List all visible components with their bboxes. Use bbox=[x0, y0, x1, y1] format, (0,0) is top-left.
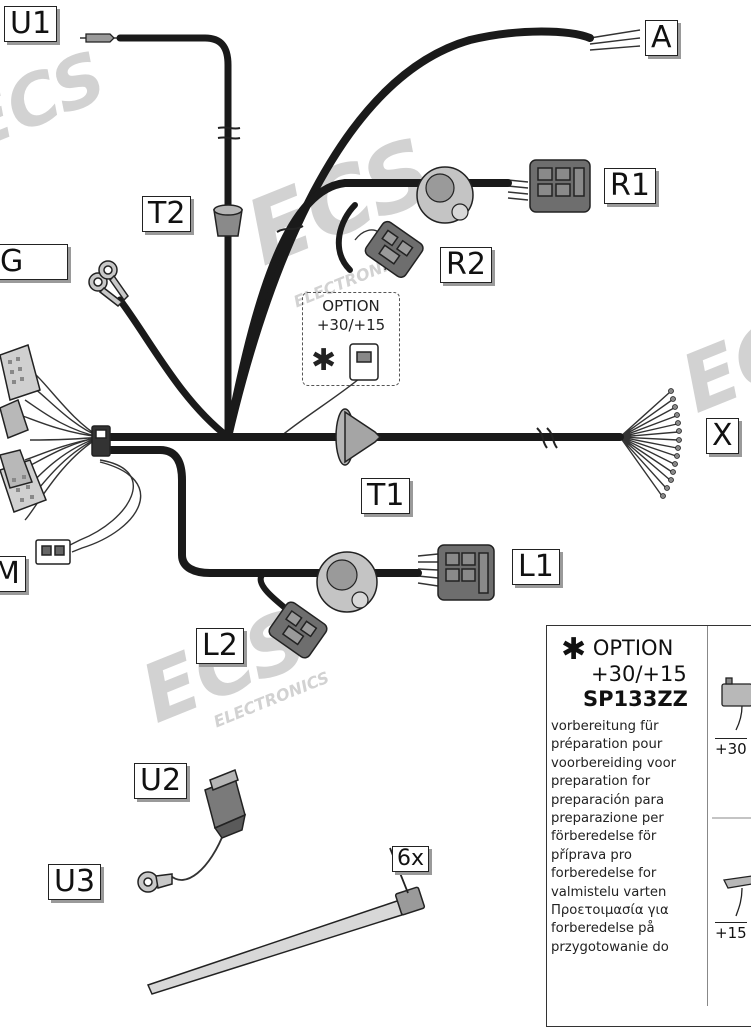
ignition-label: +15 bbox=[715, 922, 747, 942]
translation-item: preparazione per bbox=[551, 811, 664, 827]
battery-icon bbox=[721, 677, 751, 731]
label-qty: 6x bbox=[392, 846, 430, 872]
option-panel-icons bbox=[712, 677, 751, 917]
label-m: M bbox=[0, 556, 26, 592]
fuse-holder-u2 bbox=[204, 768, 247, 839]
u1-terminal bbox=[85, 33, 115, 43]
option-title: OPTION bbox=[592, 636, 674, 660]
label-l1: L1 bbox=[512, 549, 560, 585]
label-a: A bbox=[645, 20, 678, 56]
option-panel-header: ✱ OPTION +30/+15 SP133ZZ bbox=[547, 635, 707, 712]
connector-m bbox=[35, 539, 71, 565]
label-t2: T2 bbox=[142, 196, 192, 232]
label-u3: U3 bbox=[48, 864, 102, 900]
cable-clip bbox=[91, 425, 111, 457]
ignition-icon bbox=[723, 875, 751, 917]
translation-item: przygotowanie do bbox=[551, 939, 669, 955]
translation-item: Προετοιμασία για bbox=[551, 903, 669, 919]
label-g-text: G bbox=[0, 244, 24, 279]
translation-item: forberedelse på bbox=[551, 921, 655, 937]
translation-item: préparation pour bbox=[551, 737, 663, 753]
battery-label: +30 bbox=[715, 738, 747, 758]
asterisk-icon: ✱ bbox=[311, 343, 337, 378]
translation-item: voorbereiding voor bbox=[551, 755, 677, 771]
option-callout-title: OPTION bbox=[322, 297, 380, 315]
grommet-r1 bbox=[416, 166, 474, 224]
option-panel-text: ✱ OPTION +30/+15 SP133ZZ vorbereitung fü… bbox=[547, 626, 707, 957]
translation-item: förberedelse för bbox=[551, 829, 657, 845]
x-wire-pins bbox=[660, 388, 682, 499]
ground-ring-terminals bbox=[88, 260, 129, 307]
thin-wires bbox=[19, 29, 679, 881]
connector-l1 bbox=[437, 544, 495, 601]
wiring-harness-diagram bbox=[0, 27, 682, 995]
label-u1: U1 bbox=[4, 6, 58, 42]
label-x: X bbox=[706, 418, 739, 454]
label-u2: U2 bbox=[134, 763, 188, 799]
translation-item: preparation for bbox=[551, 774, 651, 790]
cable-break-marks bbox=[217, 126, 558, 449]
option-connector bbox=[349, 343, 379, 381]
connector-r1 bbox=[529, 159, 591, 213]
translation-item: valmistelu varten bbox=[551, 884, 667, 900]
option-panel: ✱ OPTION +30/+15 SP133ZZ vorbereitung fü… bbox=[546, 625, 751, 1027]
label-l2: L2 bbox=[196, 628, 244, 664]
part-number: SP133ZZ bbox=[583, 687, 688, 711]
translation-item: forberedelse for bbox=[551, 866, 657, 882]
grommet-l1 bbox=[316, 551, 378, 613]
connector-r2 bbox=[364, 220, 424, 278]
asterisk-icon: ✱ bbox=[561, 632, 587, 667]
connector-l2 bbox=[268, 601, 328, 659]
multipin-connectors-left bbox=[0, 344, 47, 513]
cable-tie bbox=[146, 847, 426, 995]
label-r1: R1 bbox=[604, 168, 656, 204]
grommet-t1 bbox=[335, 408, 382, 466]
option-callout: OPTION +30/+15 ✱ bbox=[302, 292, 400, 386]
translation-item: příprava pro bbox=[551, 847, 632, 863]
grommet-t2 bbox=[213, 204, 243, 237]
option-voltage: +30/+15 bbox=[591, 662, 687, 686]
translation-item: preparación para bbox=[551, 792, 665, 808]
label-t1: T1 bbox=[361, 478, 411, 514]
label-g: G bbox=[0, 244, 68, 280]
option-callout-voltage: +30/+15 bbox=[316, 316, 386, 334]
panel-divider bbox=[707, 626, 708, 1006]
translation-item: vorbereitung für bbox=[551, 719, 659, 734]
ring-terminal-u3 bbox=[137, 871, 173, 893]
translation-list: vorbereitung für préparation pour voorbe… bbox=[547, 718, 707, 957]
label-r2: R2 bbox=[440, 247, 492, 283]
cable-bundle bbox=[96, 27, 624, 623]
